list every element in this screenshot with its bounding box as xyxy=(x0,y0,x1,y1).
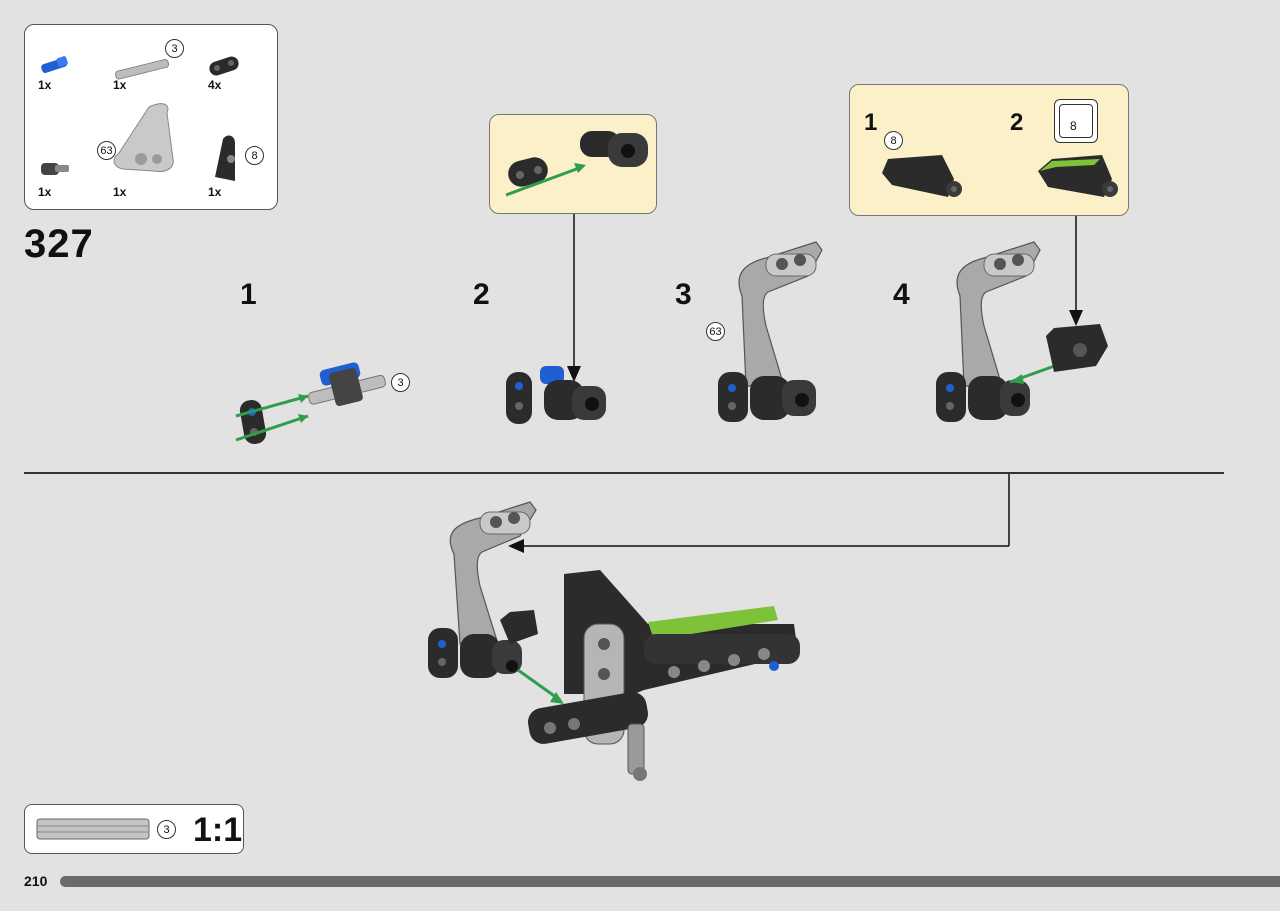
panel-8-callout: 8 xyxy=(245,146,264,165)
substep-3-panel-callout: 63 xyxy=(706,322,725,341)
part-qty-panel-63: 1x xyxy=(113,185,127,199)
substep-2-callout-box xyxy=(489,114,657,214)
sticker-icon-frame: 8 xyxy=(1054,99,1098,143)
part-qty-blue-pin: 1x xyxy=(38,78,52,92)
blue-connector-pin-icon xyxy=(41,56,68,73)
sticker-step-2-label: 2 xyxy=(1010,109,1024,136)
sticker-number: 8 xyxy=(1070,119,1077,133)
scale-axle-callout: 3 xyxy=(157,820,176,839)
substep-1-illustration xyxy=(235,362,386,444)
page-progress-bar xyxy=(60,876,1280,887)
axle-length-callout: 3 xyxy=(165,39,184,58)
scale-ratio: 1:1 xyxy=(193,811,243,849)
stickered-panel-illustration xyxy=(1038,155,1118,197)
substep-4-label: 4 xyxy=(893,278,910,311)
page-number: 210 xyxy=(24,873,48,889)
substep-3-illustration xyxy=(718,241,823,422)
substep-4-illustration xyxy=(936,241,1108,422)
axle-3-icon xyxy=(115,58,170,80)
substep-2-down-arrow xyxy=(567,214,581,382)
part-qty-axle-pin: 1x xyxy=(38,185,52,199)
substep-4-down-arrow xyxy=(1069,216,1083,326)
sticker-step-1-callout: 8 xyxy=(884,131,903,150)
half-beam-attach-illustration xyxy=(505,131,648,197)
part-qty-axle: 1x xyxy=(113,78,127,92)
scale-reference-box: 3 1:1 xyxy=(24,804,244,854)
substep-2-illustration xyxy=(506,366,606,424)
section-divider xyxy=(24,472,1224,474)
sticker-step-1-label: 1 xyxy=(864,109,878,136)
substep-3-label: 3 xyxy=(675,278,692,311)
black-panel-illustration xyxy=(882,155,962,197)
black-half-beam-icon xyxy=(209,56,239,76)
substep-1-axle-callout: 3 xyxy=(391,373,410,392)
grey-axle-pin-icon xyxy=(41,163,69,175)
grey-panel-63-icon xyxy=(113,103,174,172)
parts-list-box: 1x 3 1x 4x 1x 63 1x 8 1x xyxy=(24,24,278,210)
part-qty-panel-8: 1x xyxy=(208,185,222,199)
substep-2-label: 2 xyxy=(473,278,490,311)
panel-63-callout: 63 xyxy=(97,141,116,160)
black-panel-8-icon xyxy=(215,135,235,181)
sticker-icon: 8 xyxy=(1059,104,1093,138)
sticker-callout-box: 1 8 2 8 xyxy=(849,84,1129,216)
final-assembly-arrow xyxy=(508,474,1010,553)
axle-3-scale-icon xyxy=(36,818,150,840)
substep-1-label: 1 xyxy=(240,278,257,311)
final-assembly-illustration xyxy=(428,501,800,781)
step-number: 327 xyxy=(24,222,94,266)
part-qty-half-beam: 4x xyxy=(208,78,222,92)
